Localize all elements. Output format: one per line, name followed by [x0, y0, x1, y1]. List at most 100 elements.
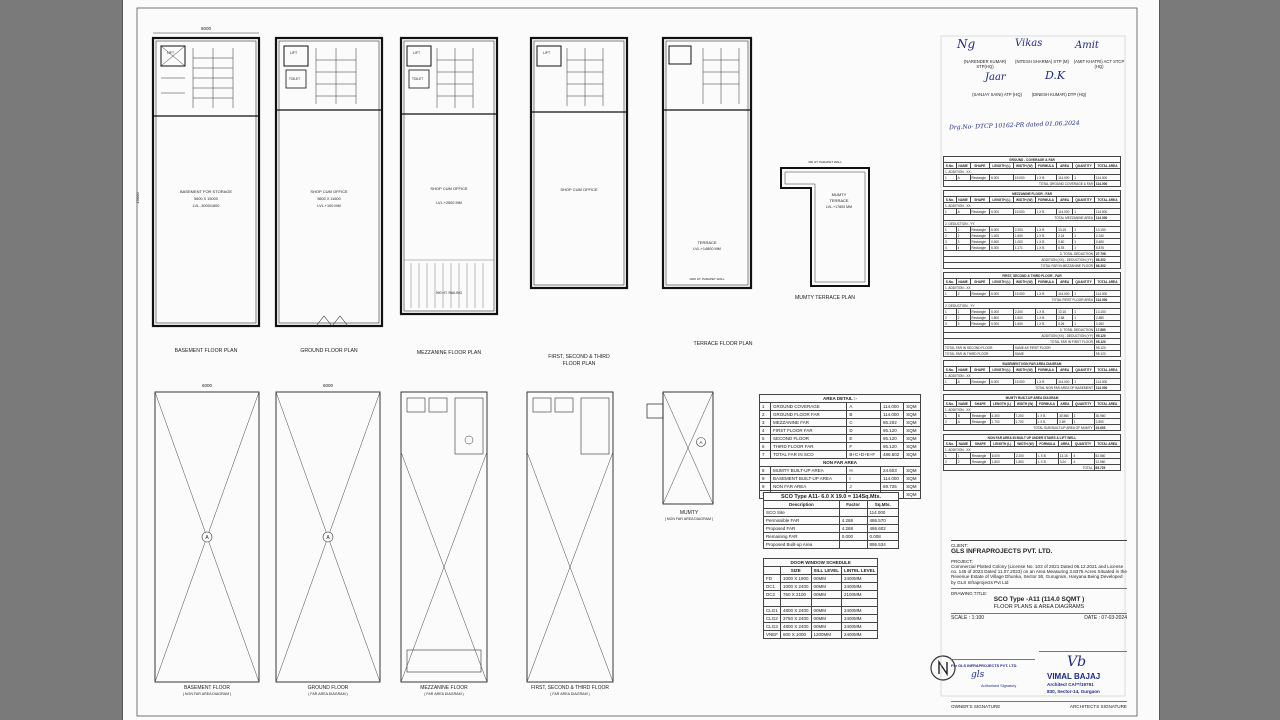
railing-label: 900 HT. RAILING	[436, 291, 463, 295]
toilet-label: TOILET	[412, 77, 423, 81]
drawing-sheet: 6000 LIFT BASEMENT FOR STORAGE 5600 X 15…	[122, 0, 1160, 720]
table-row: SCO Site 114.000	[763, 508, 899, 517]
table-cell: FD	[762, 574, 782, 583]
room-label: MUMTY	[832, 192, 847, 197]
date: DATE : 07-03-2024	[1084, 614, 1127, 621]
client-name: GLS INFRAPROJECTS PVT. LTD.	[951, 548, 1053, 556]
table-cell: 114.000	[866, 508, 899, 517]
table-cell: 00MM	[810, 606, 842, 615]
table-cell: 9	[759, 482, 771, 491]
table-cell: 95.120	[879, 434, 905, 443]
table-cell: 895.534	[866, 540, 899, 549]
table-cell: J	[846, 482, 881, 491]
dim-width: 6000	[323, 383, 334, 388]
table-cell: 8	[759, 466, 771, 475]
table-cell: CLG2	[762, 614, 782, 623]
room-label: SHOP CUM OFFICE	[310, 189, 348, 194]
ground-area-diagram: A 6000 GROUND FLOOR ( FAR AREA DIAGRAM )	[275, 383, 381, 696]
door-schedule-title: DOOR WINDOW SCHEDULE	[762, 558, 879, 567]
room-level: LVL.+17800 MM	[826, 205, 852, 209]
room-label: TERRACE	[697, 240, 716, 245]
table-cell	[838, 508, 868, 517]
plan-title: GROUND FLOOR PLAN	[300, 348, 358, 354]
table-cell: 114.000	[879, 474, 905, 483]
lift-label: LIFT	[543, 51, 551, 55]
table-cell: 69.725	[1093, 464, 1122, 471]
table-cell: 24.603	[1093, 424, 1122, 431]
room-label: SHOP CUM OFFICE	[560, 187, 598, 192]
table-cell: 3750 X 2400	[780, 614, 812, 623]
floor-plans-drawing: 6000 LIFT BASEMENT FOR STORAGE 5600 X 15…	[135, 7, 1138, 717]
table-cell: 95.120	[1093, 350, 1122, 357]
table-cell: SIZE	[780, 566, 812, 575]
table-cell: CLG3	[762, 622, 782, 631]
first-area-diagram: FIRST, SECOND & THIRD FLOOR ( FAR AREA D…	[526, 391, 614, 696]
parapet-label: 1000 HT. PARAPET WALL	[689, 277, 725, 281]
table-cell: H	[846, 466, 881, 475]
table-cell: GROUND COVERAGE	[769, 402, 848, 411]
table-cell: 69.725	[879, 482, 905, 491]
mumty-area-diagram: A MUMTY ( NON FAR AREA DIAGRAM )	[646, 391, 714, 521]
plan-title: MEZZANINE FLOOR PLAN	[417, 350, 482, 356]
table-cell: CLG1	[762, 606, 782, 615]
plan-title: FIRST, SECOND & THIRD	[548, 354, 610, 360]
owner-signature-mark: gls	[971, 670, 985, 680]
table-cell: 114.000	[1093, 384, 1122, 391]
project-label: PROJECT:	[951, 558, 973, 564]
table-cell: 2400MM	[840, 630, 879, 639]
table-cell: SCO Site	[763, 508, 840, 517]
table-cell: 114.000	[1093, 180, 1122, 187]
table-cell: SQM	[903, 482, 921, 491]
table-cell: 9	[759, 474, 771, 483]
sco-type-table: SCO Type A11- 6.0 X 19.0 = 114Sq.Mts. De…	[763, 492, 899, 549]
first-floor-plan: LIFT SHOP CUM OFFICE FIRST, SECOND & THI…	[529, 36, 629, 367]
approver-name: (NITESH SHARMA) STP (M)	[1015, 59, 1069, 64]
table-cell: B	[846, 410, 881, 419]
table-cell: SAME	[1012, 350, 1095, 357]
table-cell: 95.120	[879, 442, 905, 451]
owner-signature-label: OWNER'S SIGNATURE	[951, 704, 1001, 709]
architect-signature-mark: Vb	[1067, 654, 1087, 670]
plan-title: MUMTY TERRACE PLAN	[795, 295, 855, 301]
table-cell: 486.602	[866, 524, 899, 533]
table-cell: 86.202	[879, 418, 905, 427]
room-level: LVL.+2500 MM	[436, 201, 462, 205]
table-cell: A	[846, 402, 881, 411]
approver-name: (DINESH KUMAR) DTP (HQ)	[1031, 92, 1087, 97]
table-cell: Proposed FAR	[763, 524, 840, 533]
table-cell: 486.570	[866, 516, 899, 525]
table-cell: 4	[759, 426, 771, 435]
diagram-sub: ( FAR AREA DIAGRAM )	[424, 692, 464, 696]
table-cell: 114.000	[879, 402, 905, 411]
room-label: SHOP CUM OFFICE	[430, 186, 468, 191]
diagram-sub: ( FAR AREA DIAGRAM )	[308, 692, 348, 696]
table-row: NON FAR AREA	[759, 458, 921, 467]
table-cell: 2400MM	[840, 606, 879, 615]
table-cell: 750 X 2100	[780, 590, 812, 599]
table-cell: 600 X 1000	[780, 630, 812, 639]
table-cell: TOTAL	[943, 464, 1095, 471]
table-cell: 86.202	[1093, 262, 1122, 269]
owner-company: For GLS INFRAPROJECTS PVT. LTD.	[951, 664, 1018, 668]
signature-mark: Amit	[1075, 40, 1099, 51]
room-label: BASEMENT FOR STORAGE	[180, 189, 232, 194]
table-cell: GROUND FLOOR FAR	[769, 410, 848, 419]
signature-mark: D.K	[1045, 69, 1066, 82]
diagram-title: GROUND FLOOR	[308, 685, 349, 691]
table-cell: 00MM	[810, 614, 842, 623]
